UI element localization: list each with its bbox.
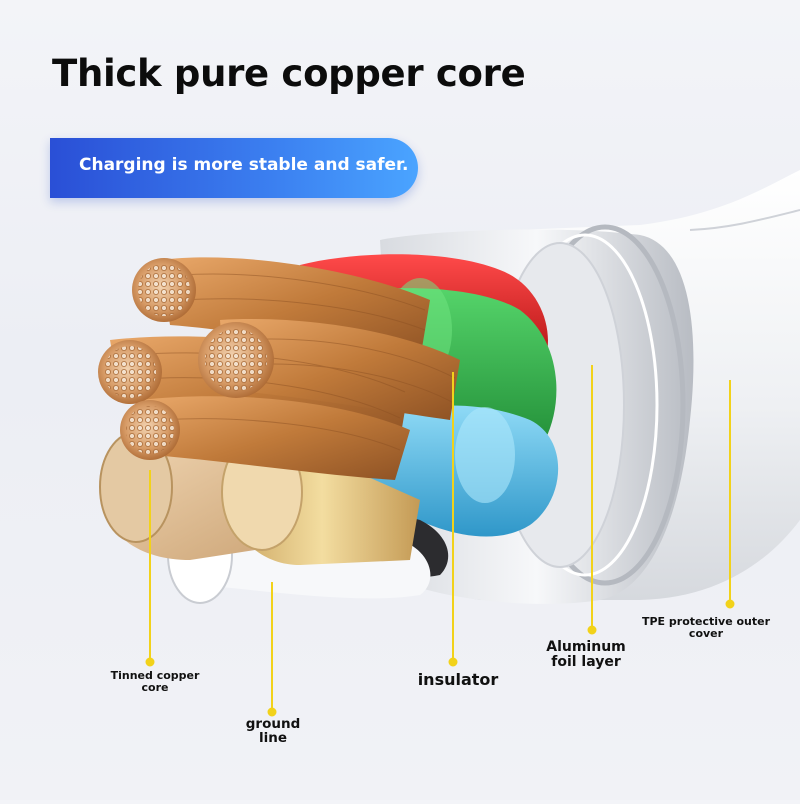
callout-tinned-copper-core: Tinned copper core bbox=[110, 669, 200, 694]
callout-ground-line: ground line bbox=[245, 716, 301, 747]
headline: Thick pure copper core bbox=[52, 52, 526, 95]
copper-core-bundles bbox=[110, 257, 460, 480]
callout-lines bbox=[145, 365, 735, 717]
callout-tpe-outer-cover: TPE protective outer cover bbox=[641, 615, 771, 640]
banner-text: Charging is more stable and safer. bbox=[79, 155, 409, 175]
strand-end-faces bbox=[98, 258, 274, 460]
banner-background bbox=[50, 138, 418, 198]
callout-aluminum-foil-layer: Aluminum foil layer bbox=[546, 639, 626, 670]
callout-insulator: insulator bbox=[417, 670, 499, 689]
